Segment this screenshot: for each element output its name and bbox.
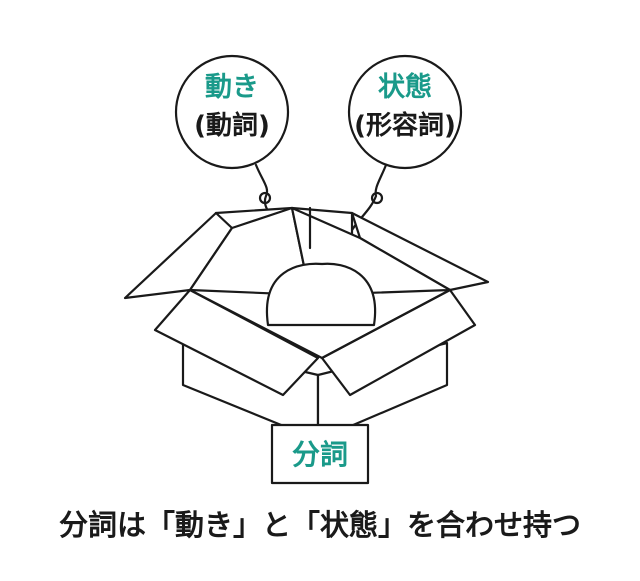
verb-title: 動き bbox=[205, 72, 259, 103]
verb-subtitle: (動詞) bbox=[194, 110, 270, 141]
box-rim bbox=[188, 288, 452, 360]
verb-circle bbox=[174, 54, 290, 170]
verb-string-loop bbox=[258, 191, 272, 205]
participle-label: 分詞 bbox=[292, 438, 348, 471]
box-front-left-flap bbox=[153, 288, 320, 397]
diagram-caption: 分詞は「動き」と「状態」を合わせ持つ bbox=[58, 508, 581, 542]
participle-label-box bbox=[270, 423, 370, 485]
adjective-title: 状態 bbox=[378, 71, 432, 103]
box-sphere bbox=[265, 262, 377, 327]
adjective-string-loop bbox=[370, 191, 384, 205]
adjective-subtitle: (形容詞) bbox=[354, 110, 456, 141]
adjective-circle bbox=[347, 54, 463, 170]
